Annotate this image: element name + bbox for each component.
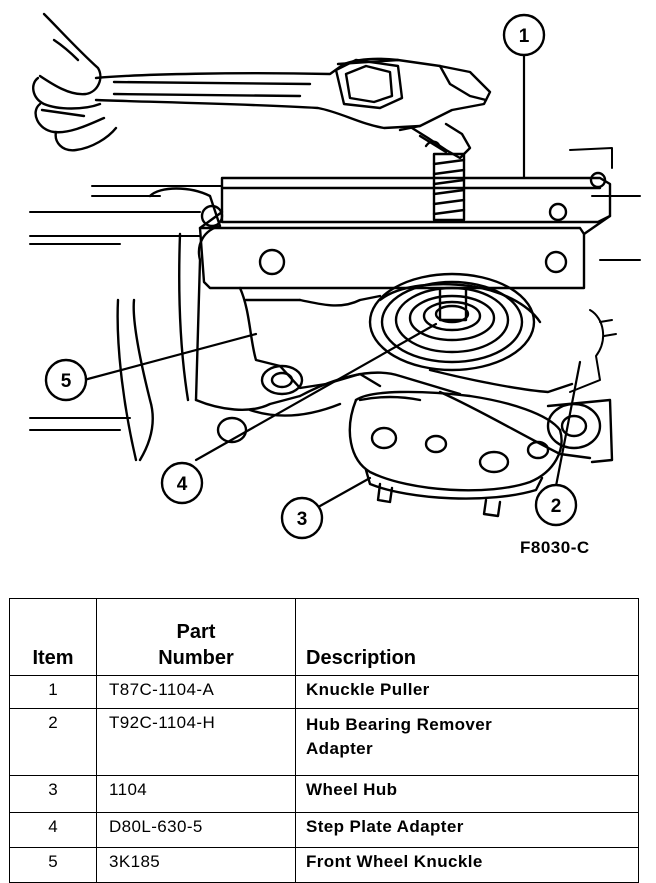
knuckle-drawing — [116, 187, 462, 462]
description-cell: Front Wheel Knuckle — [295, 847, 639, 883]
svg-text:4: 4 — [177, 474, 188, 495]
header-description: Description — [295, 598, 639, 676]
callout-2: 2 — [534, 483, 578, 527]
description-cell: Hub Bearing Remover Adapter — [295, 708, 639, 776]
wheel-hub-drawing — [348, 390, 563, 518]
header-item: Item — [9, 598, 97, 676]
table-row: 2 T92C-1104-H Hub Bearing Remover Adapte… — [9, 708, 639, 776]
table-row: 1 T87C-1104-A Knuckle Puller — [9, 675, 639, 709]
svg-text:1: 1 — [519, 26, 530, 47]
svg-text:3: 3 — [297, 509, 308, 530]
item-cell: 5 — [9, 847, 97, 883]
header-part-number: Part Number — [96, 598, 296, 676]
item-cell: 4 — [9, 812, 97, 848]
table-row: 5 3K185 Front Wheel Knuckle — [9, 847, 639, 883]
item-cell: 1 — [9, 675, 97, 709]
knuckle-puller-illustration: 1 5 4 3 2 — [29, 12, 641, 540]
parts-table: Item Part Number Description 1 T87C-1104… — [9, 598, 639, 883]
hand-drawing — [32, 12, 118, 152]
description-cell: Knuckle Puller — [295, 675, 639, 709]
table-row: 4 D80L-630-5 Step Plate Adapter — [9, 812, 639, 848]
frame-lines — [29, 147, 641, 431]
part-number-cell: D80L-630-5 — [96, 812, 296, 848]
adapter-arm-drawing — [428, 368, 614, 464]
svg-text:5: 5 — [61, 371, 72, 392]
description-line: Hub Bearing Remover — [306, 715, 493, 734]
part-number-cell: T87C-1104-A — [96, 675, 296, 709]
leader-lines — [82, 54, 582, 508]
callout-5: 5 — [44, 358, 88, 402]
description-line: Adapter — [306, 739, 374, 758]
figure-code: F8030-C — [520, 538, 590, 557]
part-number-cell: 1104 — [96, 775, 296, 813]
part-number-cell: 3K185 — [96, 847, 296, 883]
callout-3: 3 — [280, 496, 324, 540]
description-cell: Wheel Hub — [295, 775, 639, 813]
wrench-drawing — [94, 57, 492, 160]
svg-text:2: 2 — [551, 496, 562, 517]
part-number-cell: T92C-1104-H — [96, 708, 296, 776]
item-cell: 2 — [9, 708, 97, 776]
callout-4: 4 — [160, 461, 204, 505]
puller-bar-drawing — [198, 171, 612, 290]
item-cell: 3 — [9, 775, 97, 813]
callout-1: 1 — [502, 13, 546, 57]
hub-bearing-drawing — [368, 272, 542, 372]
description-cell: Step Plate Adapter — [295, 812, 639, 848]
table-header-row: Item Part Number Description — [9, 598, 639, 676]
table-row: 3 1104 Wheel Hub — [9, 775, 639, 813]
